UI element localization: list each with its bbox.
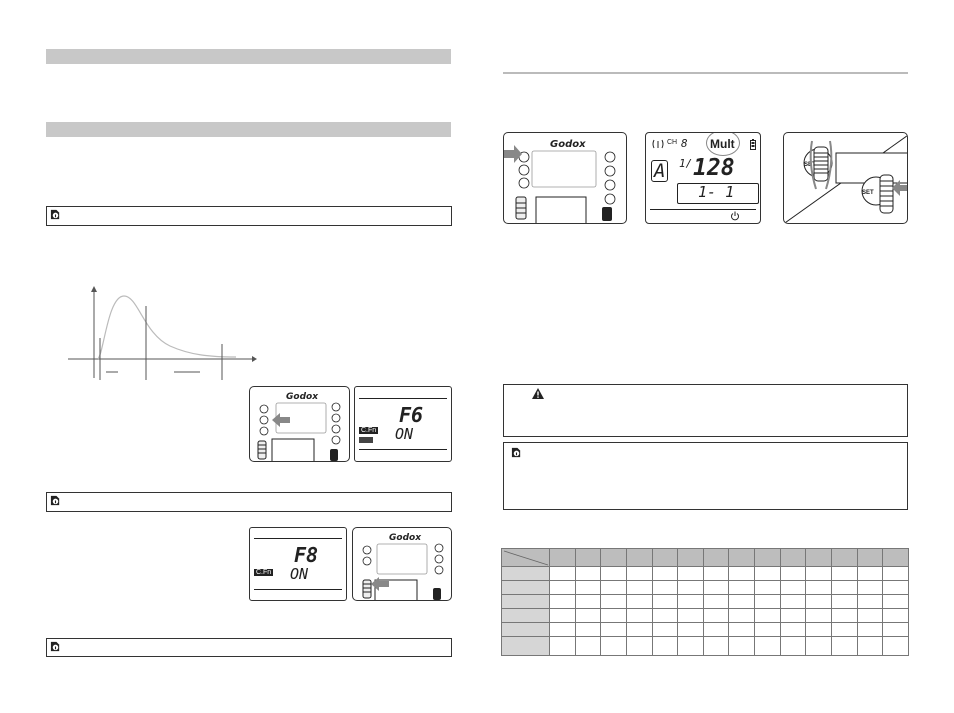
note-info-icon	[50, 209, 60, 220]
mode-highlight-ring	[706, 133, 740, 156]
set-label: SET	[804, 162, 816, 168]
group-indicator: A	[651, 160, 669, 182]
godox-logo: Godox	[389, 533, 422, 543]
section-divider-line	[503, 72, 908, 74]
cfn-label: C.Fn	[359, 427, 379, 434]
godox-logo: Godox	[286, 392, 319, 402]
table-row	[501, 622, 909, 637]
press-arrow-icon	[371, 577, 389, 591]
note-box-3	[46, 638, 452, 657]
lcd-function-value: ON	[290, 565, 309, 583]
section-header-band-1	[46, 49, 451, 64]
section-header-band-2	[46, 122, 451, 137]
set-dial-icon	[813, 146, 829, 182]
table-row	[501, 608, 909, 623]
warning-box	[503, 384, 908, 437]
lcd-display-f8: F8 ON C.Fn	[249, 527, 347, 601]
power-prefix: 1/	[679, 157, 693, 170]
channel-label: CH	[667, 139, 678, 146]
frequency-count: 1- 1	[698, 183, 735, 201]
table-row	[501, 594, 909, 609]
note-info-icon	[50, 641, 60, 652]
frequency-count-box	[677, 183, 759, 204]
table-header-row	[501, 548, 909, 567]
svg-text:SET: SET	[862, 190, 874, 196]
godox-logo: Godox	[550, 139, 586, 150]
antenna-icon	[652, 139, 664, 149]
press-arrow-icon	[272, 413, 290, 427]
note-info-icon	[511, 447, 521, 458]
flash-curve	[97, 295, 237, 360]
multi-flash-table	[501, 548, 909, 656]
power-value: 128	[693, 155, 735, 181]
flash-panel-illustration-2: Godox	[352, 527, 452, 601]
press-arrow-icon	[892, 180, 907, 196]
power-icon	[731, 211, 739, 221]
cfn-label: C.Fn	[254, 569, 274, 576]
lcd-function-code: F8	[294, 543, 319, 567]
press-arrow-icon	[504, 145, 522, 163]
set-dial-illustration: SET SET	[783, 132, 908, 224]
flash-panel-illustration-3: Godox	[503, 132, 627, 224]
note-box-1	[46, 206, 452, 226]
note-box-2	[46, 492, 452, 512]
flash-duration-diagram	[68, 286, 257, 380]
table-row	[501, 636, 909, 656]
note-box-4	[503, 442, 908, 510]
lcd-display-mult: CH 8 Mult A 1/ 128 1- 1	[645, 132, 761, 224]
lcd-display-f6: F6 ON C.Fn	[354, 386, 452, 462]
table-corner-cell	[501, 548, 550, 567]
lcd-function-code: F6	[399, 403, 424, 427]
channel-number: 8	[681, 137, 688, 150]
flash-panel-illustration-1: Godox	[249, 386, 350, 462]
warning-triangle-icon	[532, 388, 544, 399]
note-info-icon	[50, 495, 60, 506]
battery-icon	[750, 139, 756, 150]
lcd-function-value: ON	[395, 425, 414, 443]
table-row	[501, 566, 909, 581]
table-row	[501, 580, 909, 595]
